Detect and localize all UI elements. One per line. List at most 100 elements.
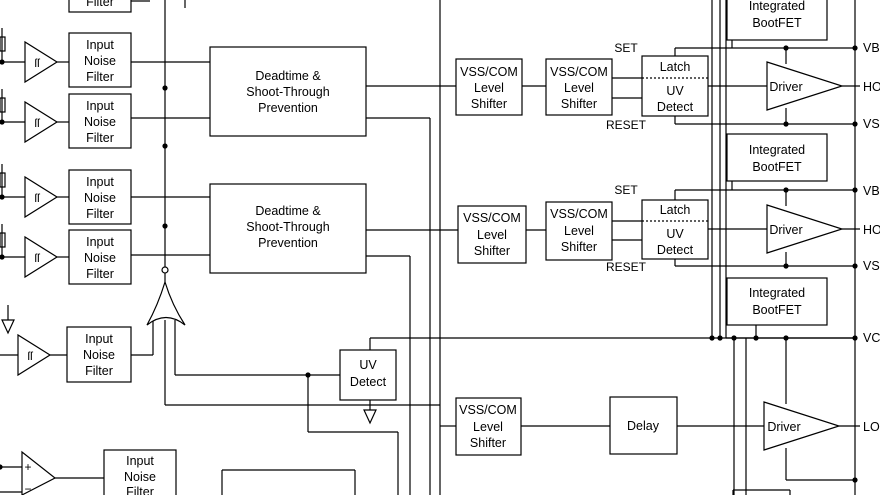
svg-text:RESET: RESET — [606, 260, 647, 274]
svg-text:Filter: Filter — [86, 267, 114, 281]
uv-detect-low: UV Detect — [339, 349, 397, 425]
pin-vc: VC — [863, 331, 880, 345]
svg-text:Filter: Filter — [126, 485, 154, 495]
svg-text:VSS/COM: VSS/COM — [550, 65, 608, 79]
svg-text:Prevention: Prevention — [258, 101, 318, 115]
svg-text:UV: UV — [359, 358, 377, 372]
level-shifter-1a: VSS/COM Level Shifter — [455, 58, 523, 116]
svg-text:Driver: Driver — [769, 223, 802, 237]
schmitt-buffers: ſſ ſſ ſſ ſſ ſſ + − — [17, 40, 59, 495]
svg-text:BootFET: BootFET — [752, 16, 802, 30]
svg-text:UV: UV — [666, 227, 684, 241]
noise-filter-1: Input Noise Filter — [68, 32, 132, 88]
delay-block: Delay — [609, 396, 678, 455]
pin-ho-1: HO — [863, 80, 880, 94]
svg-text:Input: Input — [86, 99, 114, 113]
latch-uv-high-2: Latch UV Detect SET RESET — [606, 183, 709, 274]
level-shifter-2b: VSS/COM Level Shifter — [545, 201, 613, 261]
drivers: Driver Driver Driver — [763, 61, 844, 451]
driver-3: Driver — [763, 401, 841, 451]
deadtime-blocks: Deadtime & Shoot-Through Prevention Dead… — [209, 46, 367, 274]
svg-text:ſſ: ſſ — [34, 56, 41, 70]
svg-text:Input: Input — [86, 38, 114, 52]
svg-text:Integrated: Integrated — [749, 143, 805, 157]
svg-text:ſſ: ſſ — [27, 349, 34, 363]
pin-vs-2: VS — [863, 259, 880, 273]
svg-text:Driver: Driver — [767, 420, 800, 434]
bootfets: Integrated BootFET Integrated BootFET In… — [726, 0, 828, 326]
svg-text:Noise: Noise — [84, 251, 116, 265]
svg-text:Shifter: Shifter — [561, 240, 597, 254]
svg-text:Shoot-Through: Shoot-Through — [246, 85, 329, 99]
schmitt-buffer-1: ſſ — [24, 40, 59, 84]
svg-text:+: + — [24, 460, 31, 474]
svg-text:VSS/COM: VSS/COM — [459, 403, 517, 417]
svg-text:Shoot-Through: Shoot-Through — [246, 220, 329, 234]
svg-text:Filter: Filter — [86, 0, 114, 9]
svg-text:SET: SET — [614, 41, 638, 55]
svg-text:Level: Level — [477, 228, 507, 242]
noise-filter-3: Input Noise Filter — [68, 169, 132, 225]
svg-text:Filter: Filter — [85, 364, 113, 378]
pin-labels: VB HO VS VB HO VS VC LO — [863, 41, 880, 434]
schmitt-buffer-4: ſſ — [24, 235, 59, 279]
input-pullups — [0, 28, 15, 335]
comparator: + − — [21, 450, 57, 495]
deadtime-block-2: Deadtime & Shoot-Through Prevention — [209, 183, 367, 274]
svg-text:Filter: Filter — [86, 70, 114, 84]
svg-text:Latch: Latch — [660, 203, 691, 217]
pin-vb-2: VB — [863, 184, 880, 198]
bootfet-2: Integrated BootFET — [726, 133, 828, 182]
svg-text:Input: Input — [86, 175, 114, 189]
svg-text:VSS/COM: VSS/COM — [550, 207, 608, 221]
driver-1: Driver — [766, 61, 844, 111]
input-noise-filters: Filter Input Noise Filter Input Noise Fi… — [66, 0, 177, 495]
pin-lo: LO — [863, 420, 880, 434]
noise-filter-top: Filter — [68, 0, 132, 13]
svg-text:Detect: Detect — [350, 375, 387, 389]
svg-text:Noise: Noise — [84, 191, 116, 205]
svg-text:VSS/COM: VSS/COM — [460, 65, 518, 79]
svg-text:ſſ: ſſ — [34, 191, 41, 205]
svg-text:Integrated: Integrated — [749, 286, 805, 300]
svg-text:Detect: Detect — [657, 243, 694, 257]
level-shifters: VSS/COM Level Shifter VSS/COM Level Shif… — [455, 58, 613, 456]
junction-dots — [0, 45, 858, 483]
svg-text:Driver: Driver — [769, 80, 802, 94]
noise-filter-2: Input Noise Filter — [68, 93, 132, 149]
svg-text:Shifter: Shifter — [470, 436, 506, 450]
nor-gate — [146, 266, 186, 326]
svg-text:Level: Level — [474, 81, 504, 95]
svg-text:VSS/COM: VSS/COM — [463, 211, 521, 225]
svg-text:ſſ: ſſ — [34, 116, 41, 130]
latch-uv-high-1: Latch UV Detect SET RESET — [606, 41, 709, 132]
svg-text:BootFET: BootFET — [752, 303, 802, 317]
svg-text:Noise: Noise — [84, 54, 116, 68]
bootfet-3: Integrated BootFET — [726, 277, 828, 326]
svg-text:Shifter: Shifter — [561, 97, 597, 111]
pin-vs-1: VS — [863, 117, 880, 131]
level-shifter-3: VSS/COM Level Shifter — [455, 397, 522, 456]
deadtime-block-1: Deadtime & Shoot-Through Prevention — [209, 46, 367, 137]
schmitt-buffer-3: ſſ — [24, 175, 59, 219]
svg-text:BootFET: BootFET — [752, 160, 802, 174]
svg-text:Input: Input — [86, 235, 114, 249]
svg-text:Filter: Filter — [86, 207, 114, 221]
level-shifter-1b: VSS/COM Level Shifter — [545, 58, 613, 116]
schmitt-buffer-2: ſſ — [24, 100, 59, 144]
svg-text:Detect: Detect — [657, 100, 694, 114]
svg-text:Noise: Noise — [124, 470, 156, 484]
svg-text:Delay: Delay — [627, 419, 660, 433]
pin-vb-1: VB — [863, 41, 880, 55]
svg-text:Shifter: Shifter — [471, 97, 507, 111]
wires — [0, 0, 860, 495]
svg-text:Deadtime &: Deadtime & — [255, 204, 321, 218]
svg-text:−: − — [24, 482, 31, 495]
svg-text:Level: Level — [564, 81, 594, 95]
noise-filter-6: Input Noise Filter — [103, 449, 177, 495]
svg-text:Input: Input — [85, 332, 113, 346]
svg-text:Level: Level — [564, 224, 594, 238]
svg-text:Noise: Noise — [83, 348, 115, 362]
noise-filter-4: Input Noise Filter — [68, 229, 132, 285]
svg-text:Latch: Latch — [660, 60, 691, 74]
